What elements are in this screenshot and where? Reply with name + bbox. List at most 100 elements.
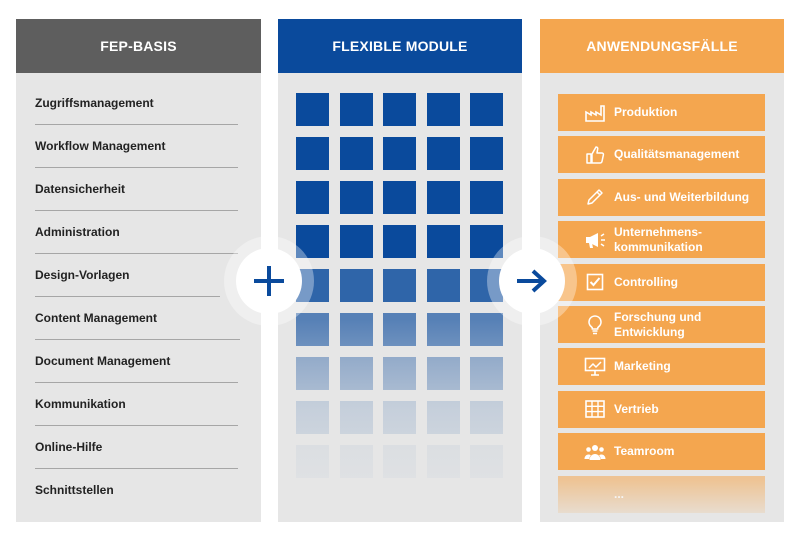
arrow-right-icon <box>517 269 547 293</box>
module-square <box>383 181 416 214</box>
module-square <box>339 181 373 214</box>
usecase-item: Unternehmens- kommunikation <box>558 221 765 259</box>
basis-item: Administration <box>35 225 120 239</box>
module-square <box>383 401 416 434</box>
basis-item: Design-Vorlagen <box>35 268 130 282</box>
module-square <box>426 401 460 434</box>
module-square <box>470 401 503 434</box>
module-square <box>383 357 416 390</box>
fep-basis-header: FEP-BASIS <box>16 19 261 73</box>
basis-item: Datensicherheit <box>35 182 126 196</box>
plus-connector <box>224 236 314 326</box>
basis-item: Zugriffsmanagement <box>35 96 154 110</box>
module-square <box>470 137 503 170</box>
module-square <box>296 357 329 390</box>
basis-item: Content Management <box>35 311 158 325</box>
module-square <box>339 445 373 478</box>
people-icon <box>584 442 606 462</box>
module-square <box>339 225 373 258</box>
usecase-label: ... <box>614 486 625 501</box>
module-square <box>339 313 373 346</box>
basis-divider <box>35 124 238 125</box>
basis-divider <box>35 382 238 383</box>
module-square <box>296 313 329 346</box>
module-square <box>470 357 503 390</box>
usecase-label: Forschung und Entwicklung <box>614 309 702 339</box>
lightbulb-icon <box>584 314 606 335</box>
module-square <box>426 445 460 478</box>
flexible-module-panel: FLEXIBLE MODULE <box>278 19 522 522</box>
basis-divider <box>35 253 238 254</box>
pencil-icon <box>584 187 606 207</box>
module-square <box>383 225 416 258</box>
module-square <box>296 401 329 434</box>
module-square <box>296 225 329 258</box>
usecase-label: Unternehmens- kommunikation <box>614 224 703 254</box>
basis-divider <box>35 468 238 469</box>
module-square <box>470 93 503 126</box>
module-square <box>339 93 373 126</box>
module-square <box>296 445 329 478</box>
usecase-item: Teamroom <box>558 433 765 471</box>
module-square <box>339 137 373 170</box>
module-square <box>296 137 329 170</box>
module-square <box>339 357 373 390</box>
usecase-item: ... <box>558 475 765 513</box>
module-square <box>383 445 416 478</box>
module-square <box>383 137 416 170</box>
basis-item: Workflow Management <box>35 139 166 153</box>
usecase-label: Marketing <box>614 359 671 374</box>
usecase-item: Marketing <box>558 348 765 386</box>
module-square <box>296 93 329 126</box>
basis-divider <box>35 296 220 297</box>
grid-icon <box>584 399 606 419</box>
basis-item: Schnittstellen <box>35 483 114 497</box>
module-square <box>426 181 460 214</box>
usecase-item: Vertrieb <box>558 390 765 428</box>
plus-icon <box>254 266 284 296</box>
module-square <box>383 313 416 346</box>
module-square <box>470 313 503 346</box>
module-square <box>426 137 460 170</box>
basis-divider <box>35 425 238 426</box>
module-square <box>426 93 460 126</box>
usecase-label: Controlling <box>614 274 678 289</box>
thumbs-up-icon <box>584 145 606 165</box>
megaphone-icon <box>584 230 606 250</box>
module-square <box>296 181 329 214</box>
usecase-item: Controlling <box>558 263 765 301</box>
basis-item: Document Management <box>35 354 171 368</box>
factory-icon <box>584 103 606 123</box>
usecase-label: Teamroom <box>614 444 675 459</box>
module-square <box>383 269 416 302</box>
usecase-label: Vertrieb <box>614 401 659 416</box>
module-square <box>339 401 373 434</box>
flexible-module-header: FLEXIBLE MODULE <box>278 19 522 73</box>
basis-divider <box>35 210 238 211</box>
module-square <box>470 225 503 258</box>
usecase-label: Qualitätsmanagement <box>614 147 740 162</box>
module-square <box>426 269 460 302</box>
usecase-item: Aus- und Weiterbildung <box>558 178 765 216</box>
usecase-label: Produktion <box>614 105 678 119</box>
module-square <box>339 269 373 302</box>
module-square <box>426 357 460 390</box>
blank-icon <box>584 484 606 504</box>
module-square <box>470 181 503 214</box>
basis-item: Online-Hilfe <box>35 440 103 454</box>
module-square <box>383 93 416 126</box>
usecase-label: Aus- und Weiterbildung <box>614 189 750 204</box>
presentation-icon <box>584 357 606 377</box>
basis-divider <box>35 167 238 168</box>
usecase-item: Qualitätsmanagement <box>558 136 765 174</box>
usecase-item: Forschung und Entwicklung <box>558 306 765 343</box>
anwendungsfaelle-header: ANWENDUNGSFÄLLE <box>540 19 784 73</box>
basis-divider <box>35 339 240 340</box>
module-square <box>426 225 460 258</box>
module-square <box>470 269 503 302</box>
module-square <box>426 313 460 346</box>
module-square <box>470 445 503 478</box>
checkbox-icon <box>584 272 606 292</box>
